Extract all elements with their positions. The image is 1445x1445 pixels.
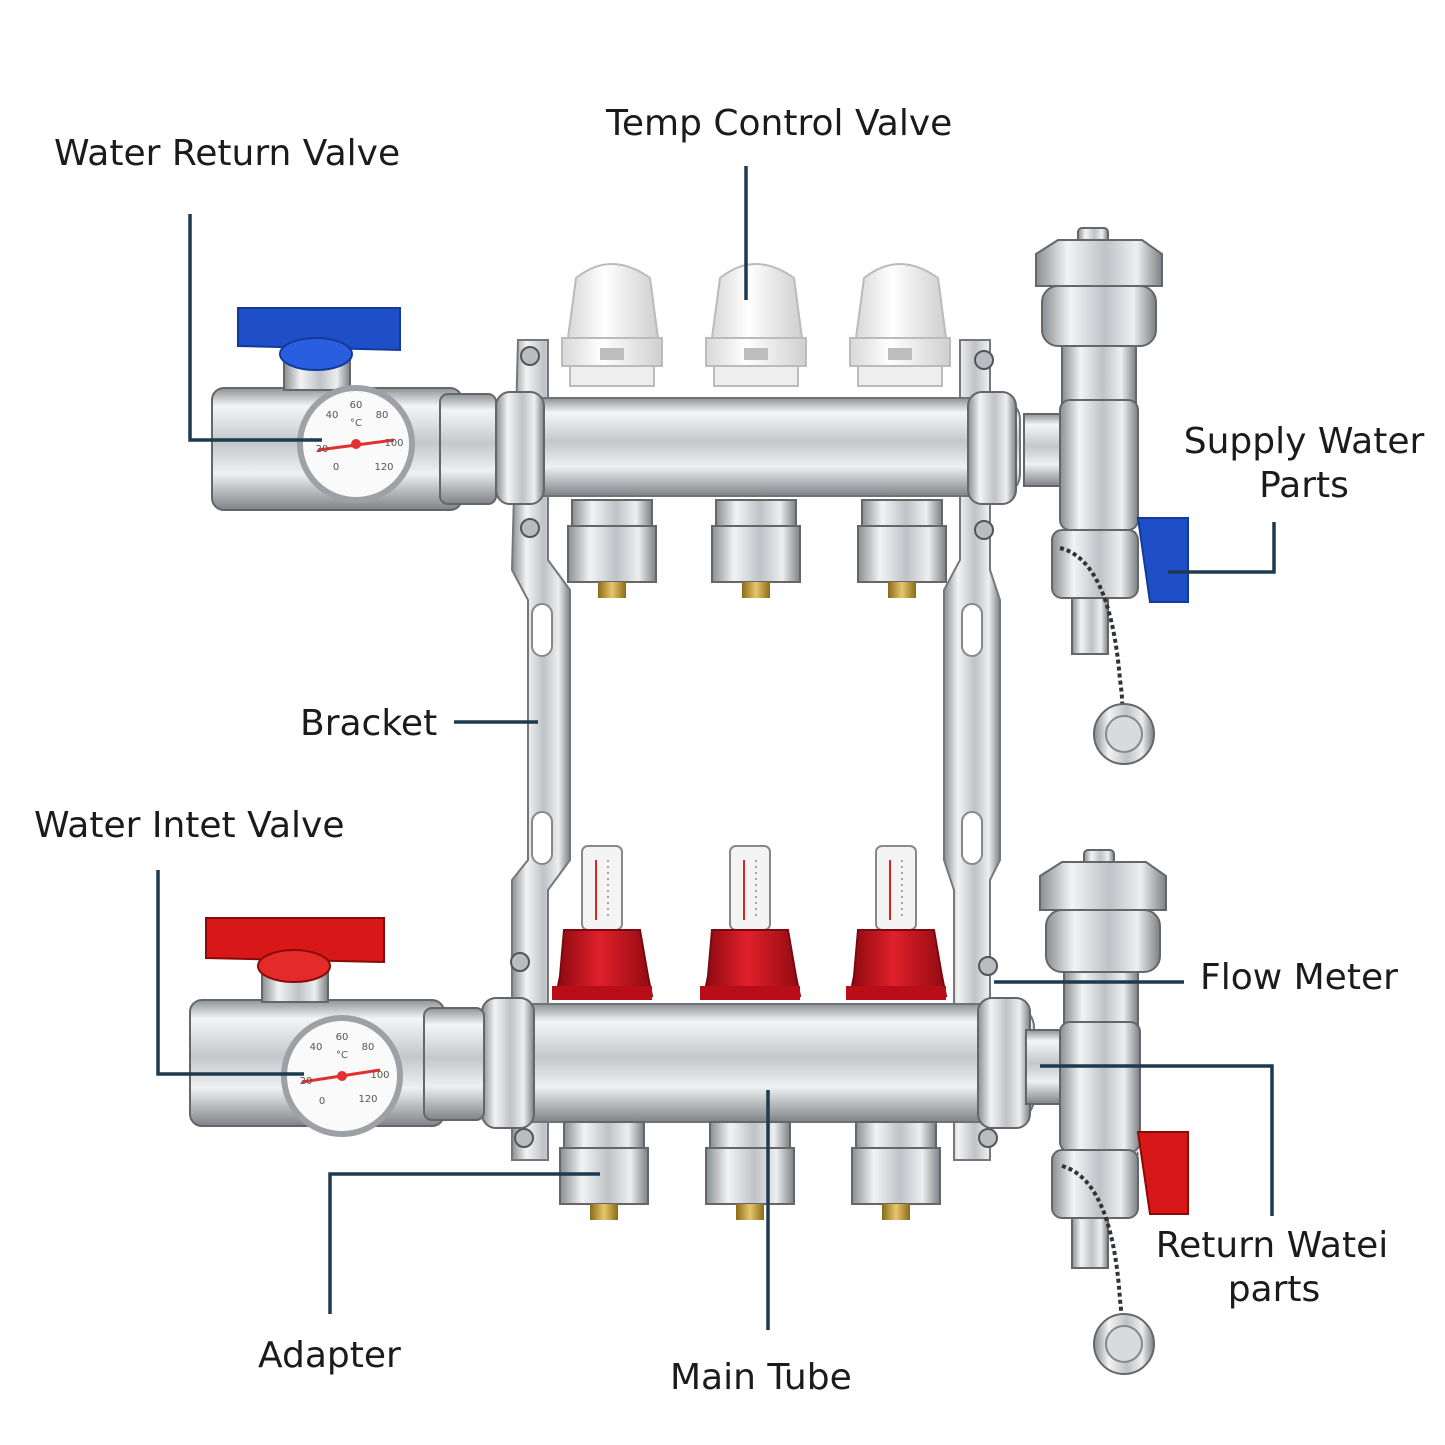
gauge-tick-40: 40 [326, 410, 339, 421]
leader-adapter [328, 1172, 600, 1314]
label-flow-meter: Flow Meter [1200, 957, 1398, 998]
bracket-right [943, 339, 1001, 1161]
leader-lines [156, 166, 1276, 1330]
label-water-intet-valve: Water Intet Valve [34, 805, 345, 846]
leader-water-return-valve [188, 214, 322, 442]
supply-water-parts: 1/2 [1023, 227, 1189, 765]
inlet-thermometer-gauge: °C 0 20 40 60 80 100 120 [281, 1015, 403, 1137]
upper-outlet-adapters [567, 499, 947, 598]
label-bracket: Bracket [300, 703, 438, 744]
label-main-tube: Main Tube [670, 1357, 852, 1398]
label-return-water-parts-line2: parts [1227, 1269, 1321, 1310]
gauge-tick-80: 80 [362, 1042, 375, 1053]
upper-main-tube [489, 391, 1021, 505]
gauge-tick-80: 80 [376, 410, 389, 421]
return-thermometer-gauge: °C 0 20 40 60 80 100 120 [297, 385, 415, 503]
label-water-return-valve: Water Return Valve [54, 133, 401, 174]
gauge-unit: °C [350, 418, 362, 429]
gauge-tick-0: 0 [333, 462, 339, 473]
gauge-tick-0: 0 [319, 1096, 325, 1107]
label-supply-water-parts-line1: Supply Water [1183, 421, 1425, 462]
gauge-tick-60: 60 [350, 400, 363, 411]
gauge-tick-120: 120 [358, 1094, 377, 1105]
label-supply-water-parts-line2: Parts [1259, 465, 1349, 506]
label-return-water-parts-line1: Return Watei [1155, 1225, 1389, 1266]
gauge-tick-20: 20 [300, 1076, 313, 1087]
gauge-tick-120: 120 [374, 462, 393, 473]
label-adapter: Adapter [258, 1335, 401, 1376]
leader-water-intet-valve [156, 870, 304, 1076]
flow-meters [552, 845, 948, 1000]
gauge-tick-60: 60 [336, 1032, 349, 1043]
leader-supply-water-parts [1168, 522, 1276, 574]
lower-outlet-adapters [559, 1121, 941, 1220]
gauge-tick-100: 100 [370, 1070, 389, 1081]
return-water-parts: 1/2 [1025, 849, 1189, 1375]
leader-return-water-parts [1040, 1064, 1274, 1216]
gauge-unit: °C [336, 1050, 348, 1061]
temp-control-valve-caps [561, 263, 951, 387]
gauge-tick-40: 40 [310, 1042, 323, 1053]
gauge-tick-20: 20 [316, 444, 329, 455]
bracket-screws [510, 346, 998, 1148]
lower-main-tube [475, 997, 1035, 1129]
gauge-tick-100: 100 [384, 438, 403, 449]
label-temp-control-valve: Temp Control Valve [606, 103, 953, 144]
